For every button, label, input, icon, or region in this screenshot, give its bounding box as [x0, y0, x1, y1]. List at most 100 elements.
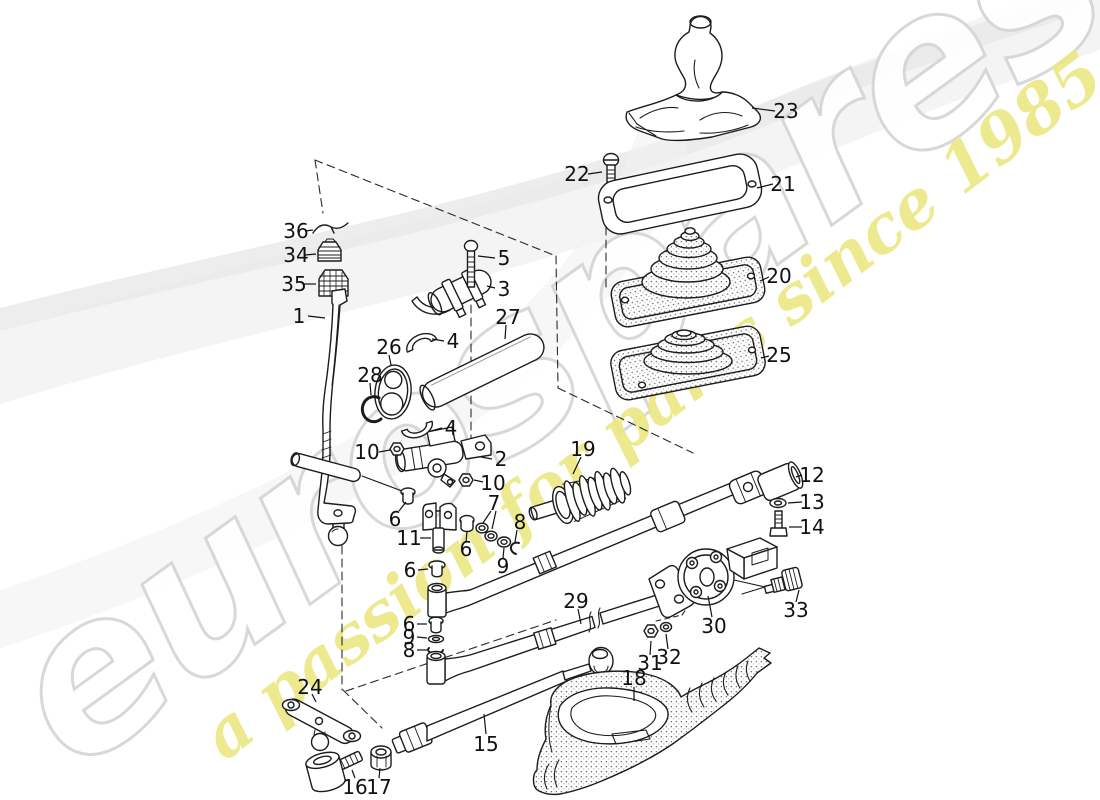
leader-line-28: [369, 382, 372, 396]
half-shell-part-4b: [400, 420, 434, 439]
snap-ring-part-28: [360, 395, 383, 424]
leader-line-10a: [378, 449, 391, 453]
leader-line-7: [491, 510, 497, 530]
leader-line-4b: [430, 427, 443, 432]
leader-line-15: [483, 713, 487, 735]
part-label-35: 35: [281, 272, 306, 296]
wire-clip-part-36: [312, 222, 349, 234]
gasket-frame-part-21: [597, 153, 763, 235]
leader-line-17: [378, 767, 381, 779]
leader-line-22: [587, 171, 603, 175]
part-label-10a: 10: [354, 440, 379, 464]
leader-line-24: [311, 693, 317, 703]
part-label-9a: 9: [497, 554, 510, 578]
leader-line-25: [760, 355, 770, 359]
bracket-part-11: [422, 502, 457, 554]
leader-line-36: [304, 229, 314, 232]
part-label-31: 31: [637, 651, 662, 675]
screw-part-22: [602, 152, 620, 187]
leader-line-7: [482, 510, 492, 524]
u-joint-part-30: [677, 537, 778, 606]
leader-line-9b: [416, 636, 428, 639]
shift-knob-boot-part-23: [625, 15, 762, 142]
leader-line-6c: [417, 568, 429, 571]
part-label-17: 17: [366, 775, 391, 799]
circlip-part-8a: [509, 541, 520, 555]
leader-line-33: [795, 589, 800, 603]
part-label-8b: 8: [403, 638, 416, 662]
part-label-34: 34: [283, 243, 308, 267]
leader-line-20: [759, 276, 770, 282]
leader-line-4a: [431, 338, 445, 342]
leader-line-9a: [502, 547, 505, 559]
part-label-11: 11: [396, 526, 421, 550]
half-shell-part-4a: [406, 332, 438, 353]
part-label-6a: 6: [389, 507, 402, 531]
part-label-4b: 4: [445, 416, 458, 440]
part-label-30: 30: [701, 614, 726, 638]
leader-line-3: [486, 285, 496, 289]
part-label-9b: 9: [403, 625, 416, 649]
part-label-20: 20: [766, 264, 791, 288]
leader-line-19: [572, 456, 582, 475]
part-label-3: 3: [498, 277, 511, 301]
nut-part-17: [370, 745, 392, 771]
bolt-part-5: [463, 239, 479, 288]
bushing-part-6d: [428, 616, 444, 634]
hex-nut-part-10a: [389, 442, 405, 456]
lever-arm-part-24: [281, 698, 362, 752]
part-label-22: 22: [564, 162, 589, 186]
part-label-1: 1: [293, 304, 306, 328]
leader-line-6a: [398, 501, 407, 512]
part-label-28: 28: [357, 363, 382, 387]
leader-line-21: [756, 183, 774, 189]
leader-line-29: [577, 608, 582, 625]
part-label-21: 21: [770, 172, 795, 196]
part-label-2: 2: [495, 447, 508, 471]
part-label-29: 29: [563, 589, 588, 613]
nut-part-31: [643, 624, 659, 638]
bolt-part-14: [769, 510, 788, 537]
part-label-4a: 4: [447, 329, 460, 353]
washer-part-9b: [427, 634, 445, 644]
bushing-part-6c: [428, 560, 446, 578]
washer-part-32: [659, 621, 673, 633]
selector-rod-part-12: [427, 461, 804, 618]
bellows-plate-part-20: [610, 227, 766, 328]
boot-part-18: [532, 647, 772, 796]
part-label-7: 7: [488, 491, 501, 515]
washer-part-7a: [475, 522, 489, 534]
part-label-27: 27: [495, 305, 520, 329]
part-label-36: 36: [283, 219, 308, 243]
leader-line-13: [787, 501, 803, 504]
part-label-13: 13: [799, 490, 824, 514]
pivot-pin: [290, 452, 403, 492]
part-label-14: 14: [799, 515, 824, 539]
leader-line-1: [307, 315, 326, 319]
leader-line-10b: [473, 479, 484, 483]
part-label-12: 12: [799, 463, 824, 487]
parts-artwork: [281, 15, 804, 796]
part-label-33: 33: [783, 598, 808, 622]
part-label-25: 25: [766, 343, 791, 367]
part-label-32: 32: [656, 645, 681, 669]
washer-part-7b: [484, 530, 498, 542]
part-label-10b: 10: [480, 471, 505, 495]
grommet-part-26: [374, 364, 412, 420]
part-label-18: 18: [621, 666, 646, 690]
rubber-block-part-34: [317, 238, 342, 262]
leader-line-12: [795, 474, 803, 478]
leader-line-6b: [465, 530, 468, 543]
boot-part-19: [528, 467, 632, 525]
hex-nut-part-10b: [458, 473, 474, 487]
bolt-part-6a: [400, 487, 416, 505]
leader-line-27: [504, 324, 507, 340]
part-label-23: 23: [773, 99, 798, 123]
ball-joint-part-16: [305, 750, 363, 793]
part-label-6b: 6: [460, 537, 473, 561]
part-label-6d: 6: [403, 612, 416, 636]
leader-line-23: [751, 107, 776, 112]
leader-line-8a: [514, 529, 518, 543]
